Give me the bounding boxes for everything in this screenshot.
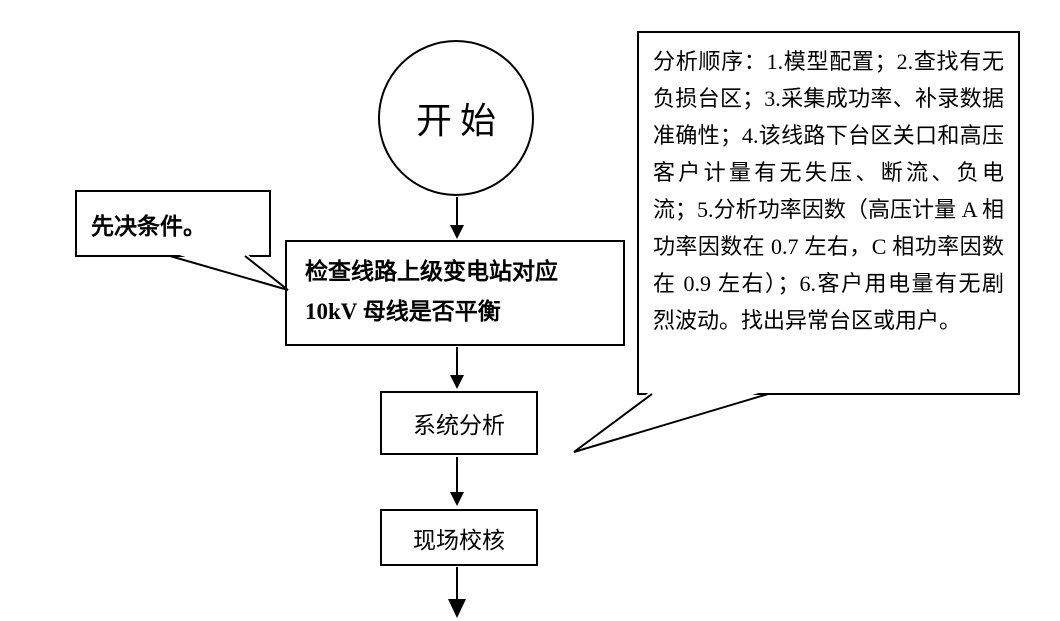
check-bus-balance-line1: 检查线路上级变电站对应 <box>305 259 558 284</box>
arrow-step2-to-step3-head <box>450 492 464 506</box>
start-node: 开始 <box>378 40 534 196</box>
arrow-step1-to-step2-head <box>450 375 464 389</box>
arrow-step3-continue-head <box>448 599 466 618</box>
system-analysis-label: 系统分析 <box>413 413 505 438</box>
prerequisite-callout-tail-fill <box>170 252 288 290</box>
prerequisite-callout-tail-outline <box>169 255 289 291</box>
check-bus-balance-node: 检查线路上级变电站对应 10kV 母线是否平衡 <box>285 240 625 346</box>
arrow-start-to-step1-head <box>450 225 464 239</box>
start-node-label: 开始 <box>415 101 504 141</box>
analysis-order-callout: 分析顺序：1.模型配置；2.查找有无负损台区；3.采集成功率、补录数据准确性；4… <box>637 31 1020 395</box>
field-verification-label: 现场校核 <box>413 527 505 553</box>
check-bus-balance-line2: 10kV 母线是否平衡 <box>305 299 501 324</box>
system-analysis-node: 系统分析 <box>380 391 538 455</box>
prerequisite-callout-label: 先决条件。 <box>91 213 206 239</box>
analysis-order-text: 分析顺序：1.模型配置；2.查找有无负损台区；3.采集成功率、补录数据准确性；4… <box>653 49 1004 333</box>
analysis-callout-tail-fill <box>574 390 768 452</box>
prerequisite-callout: 先决条件。 <box>75 190 271 257</box>
analysis-callout-tail-outline <box>573 393 769 453</box>
field-verification-node: 现场校核 <box>380 509 538 566</box>
